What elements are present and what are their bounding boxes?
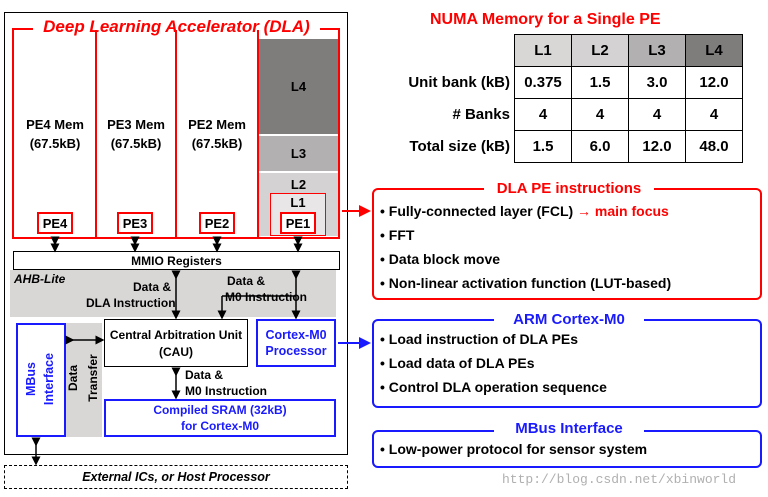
mbus-label-1: MBus [24, 361, 38, 397]
numa-cell: 1.5 [514, 130, 572, 163]
dla-divider-2 [175, 30, 177, 238]
list-item: • Low-power protocol for sensor system [380, 441, 648, 457]
numa-cell: 1.5 [571, 66, 629, 99]
data-m0b-label-2: M0 Instruction [185, 384, 268, 398]
cau-label-2: (CAU) [159, 344, 193, 359]
dla-divider-3 [257, 30, 259, 238]
numa-cell: 4 [628, 98, 686, 131]
numa-cell: 3.0 [628, 66, 686, 99]
data-m0b-label-1: Data & [185, 368, 224, 382]
numa-header-l3: L3 [628, 34, 686, 67]
data-m0-label-2: M0 Instruction [225, 290, 308, 304]
data-transfer-label-1: Data [66, 365, 80, 392]
pe4-mem-label: PE4 Mem [26, 116, 84, 132]
numa-title: NUMA Memory for a Single PE [430, 11, 661, 28]
mbus-item-1: Low-power protocol for sensor system [388, 441, 648, 457]
numa-row-label: Unit bank (kB) [408, 74, 510, 91]
dla-instruction-3: Data block move [388, 251, 501, 267]
data-m0-label-1: Data & [227, 274, 266, 288]
numa-cell: 48.0 [685, 130, 743, 163]
data-transfer-label-2: Transfer [86, 354, 100, 402]
compiled-sram: Compiled SRAM (32kB) for Cortex-M0 [104, 399, 336, 437]
data-dla-label-2: DLA Instruction [86, 296, 176, 310]
list-item: • Fully-connected layer (FCL) → main foc… [380, 203, 669, 219]
pe3-box: PE3 [117, 212, 153, 234]
numa-header-l1: L1 [514, 34, 572, 67]
numa-cell: 12.0 [628, 130, 686, 163]
numa-row-label: # Banks [452, 106, 510, 123]
numa-cell: 6.0 [571, 130, 629, 163]
cortex-section-title: ARM Cortex-M0 [494, 309, 644, 329]
list-item: • Control DLA operation sequence [380, 379, 607, 395]
dla-instruction-1: Fully-connected layer (FCL) [388, 203, 574, 219]
list-item: • Data block move [380, 251, 501, 267]
system-frame [4, 12, 348, 455]
numa-table: L1 L2 L3 L4 Unit bank (kB) 0.375 1.5 3.0… [376, 34, 743, 163]
table-row: Unit bank (kB) 0.375 1.5 3.0 12.0 [376, 66, 743, 99]
pe1-l2: L2 [290, 176, 307, 192]
watermark: http://blog.csdn.net/xbinworld [502, 472, 737, 487]
dla-instruction-4: Non-linear activation function (LUT-base… [388, 275, 672, 291]
numa-cell: 12.0 [685, 66, 743, 99]
cortex-item-3: Control DLA operation sequence [388, 379, 607, 395]
mbus-interface-box [16, 323, 66, 437]
pe1-box: PE1 [280, 212, 316, 234]
main-focus-label: → main focus [577, 203, 669, 219]
table-row: # Banks 4 4 4 4 [376, 98, 743, 131]
central-arbitration-unit: Central Arbitration Unit (CAU) [104, 319, 248, 367]
mbus-section-title: MBus Interface [494, 418, 644, 438]
pe2-mem-label: PE2 Mem [188, 116, 246, 132]
numa-header-row: L1 L2 L3 L4 [376, 34, 743, 67]
list-item: • Load data of DLA PEs [380, 355, 535, 371]
dla-title: Deep Learning Accelerator (DLA) [33, 16, 320, 38]
cortex-m0-processor: Cortex-M0 Processor [256, 319, 336, 367]
dla-divider-1 [95, 30, 97, 238]
numa-cell: 0.375 [514, 66, 572, 99]
pe1-l1: L1 [290, 195, 306, 210]
pe3-mem-label: PE3 Mem [107, 116, 165, 132]
list-item: • Load instruction of DLA PEs [380, 331, 579, 347]
list-item: • Non-linear activation function (LUT-ba… [380, 275, 672, 291]
mbus-label-2: Interface [42, 352, 56, 406]
cortex-label-1: Cortex-M0 [265, 328, 327, 342]
pe4-box: PE4 [37, 212, 73, 234]
numa-cell: 4 [685, 98, 743, 131]
ahb-lite-label: AHB-Lite [14, 272, 66, 286]
cau-label-1: Central Arbitration Unit [109, 327, 243, 342]
pe3-mem-size: (67.5kB) [110, 135, 162, 151]
dla-instructions-title: DLA PE instructions [484, 178, 654, 198]
mmio-registers: MMIO Registers [13, 251, 340, 270]
cortex-item-1: Load instruction of DLA PEs [388, 331, 579, 347]
list-item: • FFT [380, 227, 415, 243]
numa-row-label: Total size (kB) [409, 138, 510, 155]
pe2-mem-size: (67.5kB) [191, 135, 243, 151]
cortex-item-2: Load data of DLA PEs [388, 355, 535, 371]
numa-header-l2: L2 [571, 34, 629, 67]
numa-header-l4: L4 [685, 34, 743, 67]
data-dla-label-1: Data & [133, 280, 172, 294]
cortex-label-2: Processor [265, 344, 327, 358]
pe2-box: PE2 [199, 212, 235, 234]
sram-label-1: Compiled SRAM (32kB) [153, 403, 287, 417]
numa-cell: 4 [571, 98, 629, 131]
dla-instruction-2: FFT [388, 227, 415, 243]
sram-label-2: for Cortex-M0 [180, 419, 259, 433]
table-row: Total size (kB) 1.5 6.0 12.0 48.0 [376, 130, 743, 163]
pe1-l4: L4 [259, 39, 338, 135]
numa-cell: 4 [514, 98, 572, 131]
pe1-l3: L3 [259, 136, 338, 172]
external-ics-box: External ICs, or Host Processor [4, 465, 348, 489]
pe4-mem-size: (67.5kB) [29, 135, 81, 151]
